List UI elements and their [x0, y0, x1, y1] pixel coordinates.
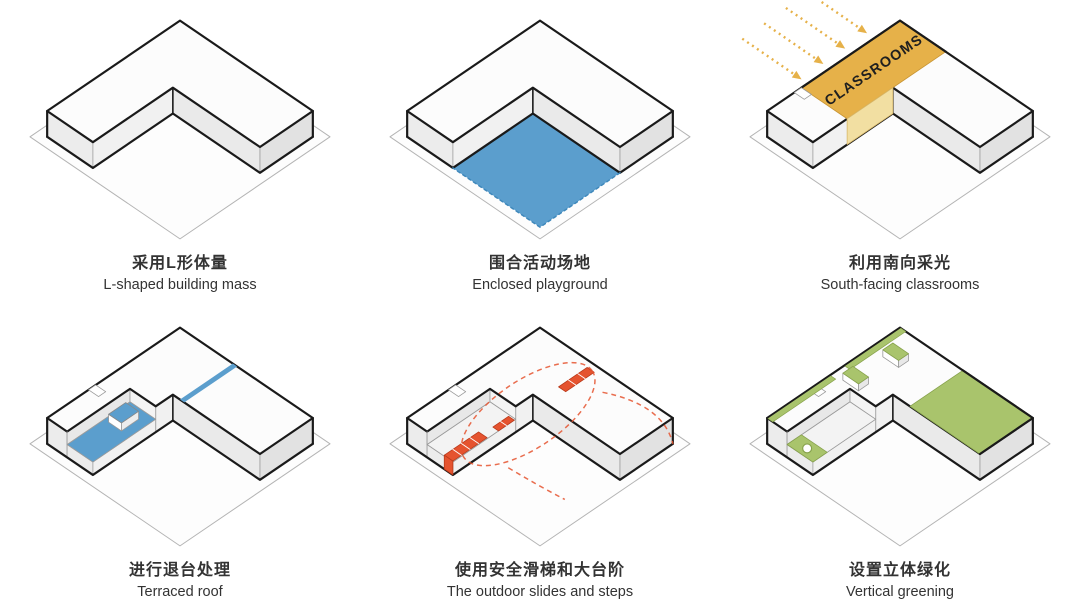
caption-en: The outdoor slides and steps: [446, 584, 634, 600]
caption: 采用L形体量 L-shaped building mass: [103, 254, 256, 294]
diagram-south-facing: CLASSROOMS: [741, 1, 1051, 240]
panel-slides-steps: 使用安全滑梯和大台阶 The outdoor slides and steps: [360, 307, 720, 614]
caption: 设置立体绿化 Vertical greening: [846, 561, 954, 601]
diagram-l-shaped-mass: [29, 19, 331, 240]
caption: 使用安全滑梯和大台阶 The outdoor slides and steps: [447, 561, 633, 601]
panel-vertical-greening: 设置立体绿化 Vertical greening: [720, 307, 1080, 614]
caption-zh: 采用L形体量: [132, 255, 228, 272]
diagram-terraced-roof: [29, 326, 331, 547]
sunlight-arrow-icon: [763, 22, 824, 64]
sunlight-arrow-icon: [741, 37, 802, 80]
caption-zh: 设置立体绿化: [848, 562, 951, 579]
caption-en: L-shaped building mass: [103, 277, 257, 293]
caption-en: South-facing classrooms: [820, 277, 980, 293]
panel-south-facing: CLASSROOMS 利用南向采光 South-facing classroom…: [720, 0, 1080, 307]
panel-terraced-roof: 进行退台处理 Terraced roof: [0, 307, 360, 614]
diagram-vertical-greening: [749, 326, 1051, 547]
diagram-slides-steps: [389, 326, 691, 547]
planter-icon: [802, 443, 813, 454]
caption: 围合活动场地 Enclosed playground: [472, 254, 607, 294]
caption-zh: 利用南向采光: [848, 255, 951, 272]
sunlight-arrow-icon: [820, 1, 868, 34]
caption: 利用南向采光 South-facing classrooms: [821, 254, 980, 294]
caption-en: Enclosed playground: [472, 277, 608, 293]
caption-en: Terraced roof: [137, 584, 223, 600]
caption-zh: 使用安全滑梯和大台阶: [454, 562, 625, 579]
slide-path-right: [602, 391, 674, 445]
diagram-enclosed-playground: [389, 19, 691, 240]
caption-en: Vertical greening: [845, 584, 954, 600]
caption-zh: 围合活动场地: [488, 255, 591, 272]
panel-enclosed-playground: 围合活动场地 Enclosed playground: [360, 0, 720, 307]
panel-l-shaped-mass: 采用L形体量 L-shaped building mass: [0, 0, 360, 307]
caption-zh: 进行退台处理: [128, 562, 231, 579]
sunlight-arrow-icon: [785, 6, 846, 49]
caption: 进行退台处理 Terraced roof: [129, 561, 231, 601]
